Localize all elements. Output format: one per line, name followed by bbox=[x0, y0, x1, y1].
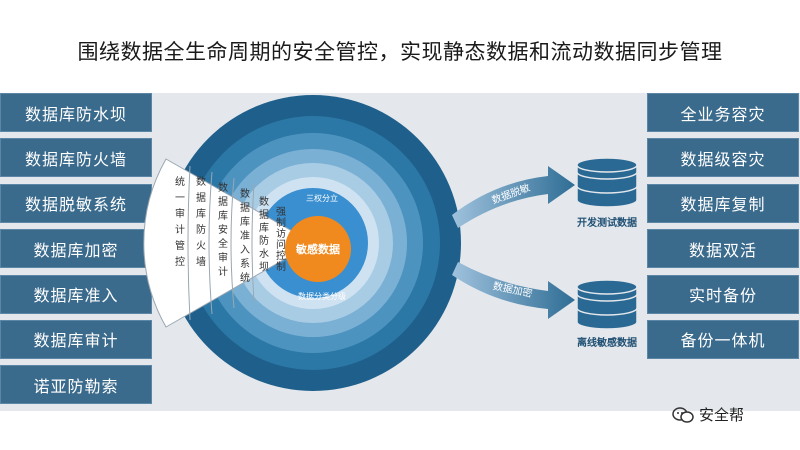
fan-label: 数据库防水坝 bbox=[257, 195, 269, 274]
arrow-top bbox=[452, 166, 575, 228]
fan-label: 数据库安全审计 bbox=[216, 181, 228, 280]
fan-label: 强制访问控制 bbox=[274, 206, 286, 272]
right-item: 数据库复制 bbox=[647, 183, 799, 223]
left-item: 数据库加密 bbox=[0, 229, 152, 269]
wechat-icon bbox=[672, 406, 694, 423]
core-label: 敏感数据 bbox=[295, 242, 340, 256]
fan-label: 数据库准入系统 bbox=[238, 187, 250, 286]
right-item: 数据级容灾 bbox=[647, 138, 799, 178]
left-item: 数据脱敏系统 bbox=[0, 183, 152, 223]
right-item: 备份一体机 bbox=[647, 319, 799, 359]
page-title: 围绕数据全生命周期的安全管控，实现静态数据和流动数据同步管理 bbox=[77, 40, 723, 64]
fan-labels: 统一审计管控 数据库防火墙 数据库安全审计 数据库准入系统 数据库防水坝 强制访… bbox=[173, 175, 286, 286]
sensitive-data-core bbox=[285, 216, 351, 282]
fan-dividers bbox=[187, 165, 255, 321]
right-item: 全业务容灾 bbox=[647, 93, 799, 132]
fan-label: 数据库防火墙 bbox=[194, 175, 206, 272]
database-icon bbox=[576, 279, 638, 330]
db-label-bottom: 离线敏感数据 bbox=[577, 336, 637, 349]
database-icon bbox=[576, 157, 638, 208]
db-label-top: 开发测试数据 bbox=[577, 216, 637, 229]
left-item: 数据库审计 bbox=[0, 319, 152, 359]
left-item: 数据库防水坝 bbox=[0, 93, 152, 132]
watermark-text: 安全帮 bbox=[699, 406, 745, 424]
watermark: 安全帮 bbox=[672, 404, 744, 425]
left-item: 数据库防火墙 bbox=[0, 138, 152, 178]
left-item: 数据库准入 bbox=[0, 274, 152, 314]
left-solutions-column: 数据库防水坝 数据库防火墙 数据脱敏系统 数据库加密 数据库准入 数据库审计 诺… bbox=[0, 93, 152, 411]
right-item: 实时备份 bbox=[647, 274, 799, 314]
right-item: 数据双活 bbox=[647, 229, 799, 269]
fan-wedges bbox=[143, 158, 313, 328]
left-item: 诺亚防勒索 bbox=[0, 365, 152, 405]
ring-label-bottom: 数据分类分级 bbox=[298, 291, 346, 301]
right-solutions-column: 全业务容灾 数据级容灾 数据库复制 数据双活 实时备份 备份一体机 bbox=[647, 93, 799, 365]
arrow-bottom bbox=[452, 262, 575, 319]
fan-label: 统一审计管控 bbox=[173, 175, 185, 272]
ring-label-top: 三权分立 bbox=[306, 193, 338, 203]
